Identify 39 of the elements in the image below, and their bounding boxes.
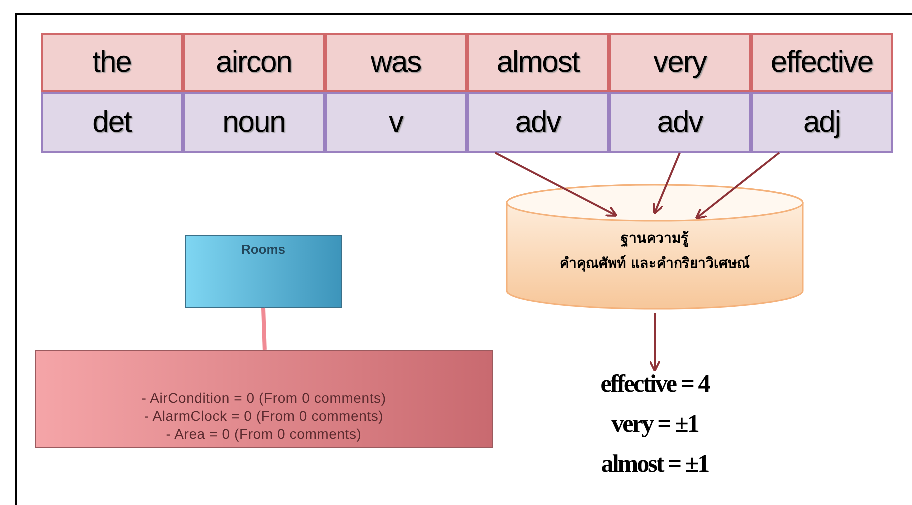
table-cell [751,92,893,153]
word-text: adv [657,105,703,141]
table-cell [41,92,183,153]
word-text: aircon [216,45,292,81]
arrow [494,152,618,217]
arrow [649,313,661,372]
word-text: very [654,45,706,81]
class-title: Rooms [241,241,286,259]
table-cell [751,33,893,92]
score-text: effective = 4 [600,370,710,400]
attribute-text: - AirCondition = 0 (From 0 comments) [142,389,386,407]
word-text: v [389,105,403,141]
attribute-text: - AlarmClock = 0 (From 0 comments) [144,407,384,425]
table-cell [183,33,325,92]
class-box [185,235,342,308]
attribute-text: - Area = 0 (From 0 comments) [166,425,362,443]
attribute-box [35,350,493,448]
table-cell [325,33,467,92]
cylinder-label: คำคุณศัพท์ และคำกริยาวิเศษณ์ [560,254,750,274]
word-text: adj [803,105,841,141]
arrow [652,152,681,215]
word-text: effective [770,45,874,81]
table-cell [467,92,609,153]
arrow [695,152,780,220]
word-text: the [92,45,132,81]
table-cell [41,33,183,92]
table-cell [183,92,325,153]
table-cell [325,92,467,153]
word-text: adv [515,105,561,141]
word-text: almost [496,45,580,81]
cylinder-label: ฐานความรู้ [621,230,689,249]
table-cell [609,92,751,153]
table-cell [609,33,751,92]
score-text: very = ±1 [612,410,698,440]
table-cell [467,33,609,92]
score-text: almost = ±1 [601,450,709,480]
word-text: det [92,105,132,141]
word-text: was [370,45,422,81]
word-text: noun [222,105,286,141]
